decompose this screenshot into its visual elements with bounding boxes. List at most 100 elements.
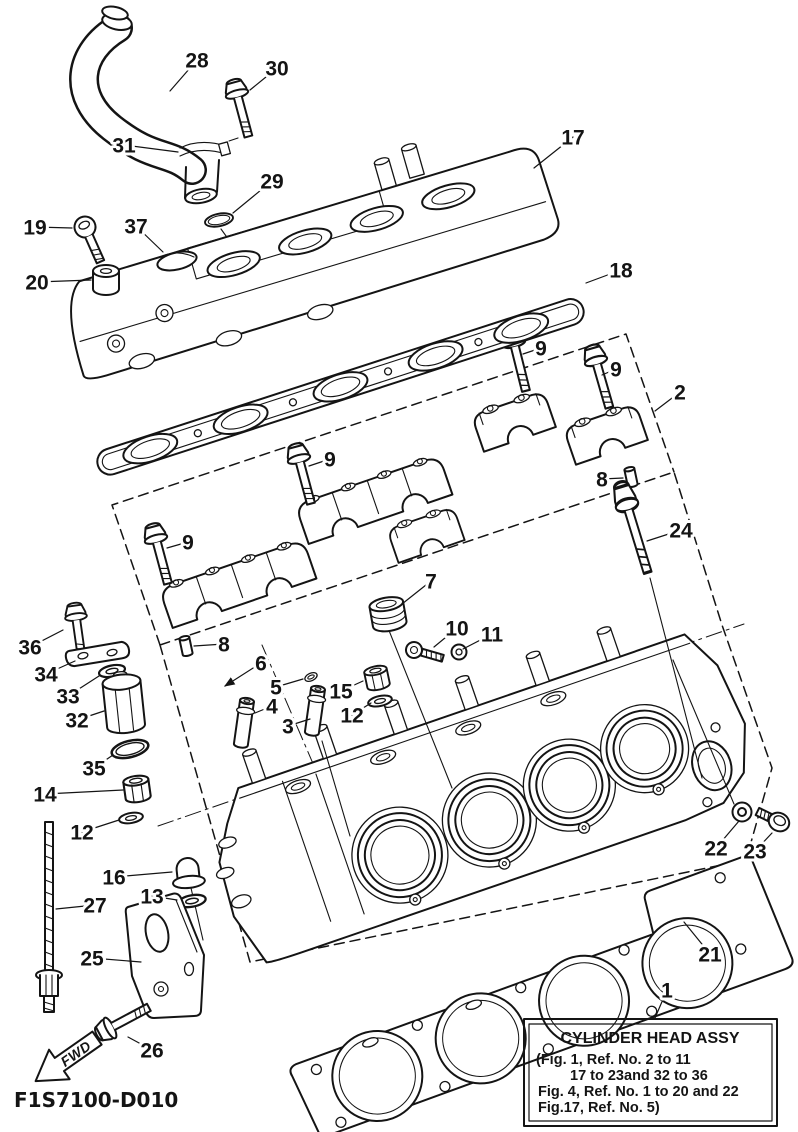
head-left-bosses [215,836,252,909]
callout-leader [29,629,64,648]
part-dowel-left [178,634,194,658]
part-cap-nut-16 [172,857,206,890]
part-washer-11 [450,643,468,661]
part-oring-29 [202,210,236,230]
callout-leader [91,957,142,963]
part-cover-gasket [96,298,585,476]
callout-number: 23 [743,841,766,864]
callout-leader [135,225,164,253]
callout-leader [34,226,73,229]
callout-number: 9 [324,449,336,472]
head-valve-openings [284,690,567,795]
callout-number: 17 [561,127,584,150]
dashed-box-cam-caps [111,333,675,646]
callout-leader [169,59,198,92]
callout-number: 16 [102,867,125,890]
callout-leader [36,279,92,283]
callout-leader [601,477,624,480]
part-head-gasket [289,855,794,1132]
callout-leader [249,67,278,91]
head-port-bosses [409,783,665,906]
callout-leader [45,660,76,675]
callout-leader [254,705,273,714]
callout-number: 18 [609,260,633,283]
callout-leader [287,718,311,727]
callout-number: 8 [596,469,608,492]
callout-leader [55,904,96,910]
part-washer-12l [117,809,145,827]
callout-number: 22 [704,838,727,861]
callout-number: 25 [80,948,104,971]
part-bolt-23 [754,806,791,833]
part-breather-pipe [69,5,220,205]
head-stud-towers [241,626,621,784]
callout-number: 12 [340,705,363,728]
part-bolt-26 [90,996,156,1047]
callout-number: 32 [65,710,88,733]
callout-leader [754,832,773,852]
part-stud-27 [35,821,63,1013]
callout-number: 7 [425,571,437,594]
part-washer-22 [731,801,753,823]
callout-leader [646,529,682,542]
callout-number: 11 [481,624,504,647]
part-screw-10 [405,641,445,663]
part-stay-34 [64,640,131,668]
part-cap-32 [101,671,146,735]
dashed-box-head [159,471,773,963]
part-bolt-19 [70,212,112,267]
callout-number: 27 [83,895,106,918]
callout-leader [462,633,493,650]
callout-number: 36 [18,637,41,660]
callout-leader [654,989,668,1019]
callout-number: 2 [674,382,686,405]
callout-leader [123,144,179,153]
callout-number: 33 [56,686,79,709]
callout-leader [44,789,124,795]
callout-leader [533,136,574,169]
callout-number: 14 [33,784,57,807]
note-box-line-4: Fig.17, Ref. No. 5) [538,1100,660,1116]
callout-leader [81,819,120,833]
part-bolt-30 [221,75,261,141]
callout-number: 31 [112,135,136,158]
callout-number: 3 [282,716,294,739]
callout-leader [93,754,114,769]
note-box-line-1: (Fig. 1, Ref. No. 2 to 11 [536,1052,691,1068]
callout-leader [67,675,100,697]
callout-number: 24 [669,520,693,543]
callout-number: 37 [124,216,147,239]
part-bracket-25 [124,892,205,1019]
callout-number: 15 [329,681,353,704]
callout-leader [127,1036,153,1051]
callout-number: 6 [255,653,267,676]
callout-leader [433,627,458,648]
callout-number: 29 [260,171,283,194]
callout-number: 30 [265,58,288,81]
diagram-code: F1S7100-D010 [14,1088,178,1112]
part-oil-plug [368,596,408,633]
callout-leader [113,871,173,878]
callout-leader [223,662,262,687]
part-oring-35 [108,735,152,763]
callout-number: 9 [610,359,622,382]
callout-leader [193,643,225,647]
callout-number: 4 [266,696,278,719]
callout-leader [166,541,189,549]
part-plug-37 [156,250,198,272]
fwd-arrow: FWD [34,1030,103,1083]
part-pipe-clamp [179,137,239,157]
callout-leader [522,347,542,355]
callout-number: 20 [25,272,48,295]
note-box: CYLINDER HEAD ASSY (Fig. 1, Ref. No. 2 t… [523,1018,778,1127]
callout-number: 26 [140,1040,163,1063]
alignment-lines [190,228,735,941]
note-box-line-3: Fig. 4, Ref. No. 1 to 20 and 22 [538,1084,739,1100]
callout-number: 21 [698,944,722,967]
part-grommet-20 [92,264,120,296]
callout-leader [232,180,273,214]
note-box-line-2: 17 to 23and 32 to 36 [570,1068,708,1084]
